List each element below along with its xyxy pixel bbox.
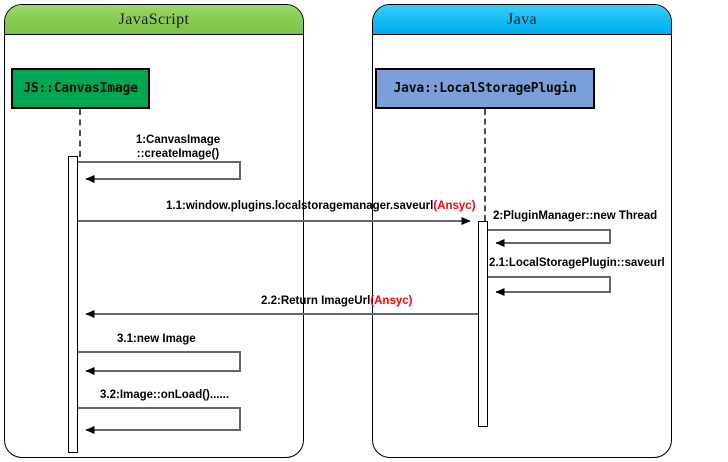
message-label-m3-2-text: 3.2:Image::onLoad()...... xyxy=(100,389,230,401)
message-label-m3-1-text: 3.1:new Image xyxy=(117,333,196,345)
arrow-m2-1-self-call xyxy=(488,276,611,296)
panel-java-title: Java xyxy=(373,5,671,35)
message-label-m2-1-text: 2.1:LocalStoragePlugin::saveurl xyxy=(489,257,665,269)
arrow-m2-self-call xyxy=(488,229,611,247)
activation-bar-java-localstorageplugin xyxy=(478,221,488,427)
message-label-m1: 1:CanvasImage ::createImage() xyxy=(103,133,253,161)
activation-bar-js-canvasimage xyxy=(68,156,78,453)
message-label-m2-2-async: (Ansyc) xyxy=(370,295,413,307)
message-label-m1-1-async: (Ansyc) xyxy=(433,200,476,212)
message-label-m3-2: 3.2:Image::onLoad()...... xyxy=(100,388,229,402)
arrow-m1-self-call xyxy=(78,161,241,183)
message-label-m1-1-text: 1.1:window.plugins.localstoragemanager.s… xyxy=(166,200,434,212)
message-label-m1-line1: 1:CanvasImage xyxy=(135,134,221,146)
message-label-m2: 2:PluginManager::new Thread xyxy=(493,209,657,223)
message-label-m1-line2: ::createImage() xyxy=(136,148,220,160)
arrow-m3-2-self-call xyxy=(78,407,241,434)
lifeline-box-java-localstorageplugin[interactable]: Java::LocalStoragePlugin xyxy=(375,68,595,109)
message-label-m2-1: 2.1:LocalStoragePlugin::saveurl xyxy=(489,256,665,270)
arrow-m3-1-self-call xyxy=(78,351,241,375)
lifeline-dash-java-localstorageplugin xyxy=(484,109,486,221)
message-label-m2-2: 2.2:Return ImageUrl(Ansyc) xyxy=(261,294,412,308)
message-label-m2-text: 2:PluginManager::new Thread xyxy=(493,210,658,222)
lifeline-box-js-canvasimage[interactable]: JS::CanvasImage xyxy=(11,68,150,109)
message-label-m1-1: 1.1:window.plugins.localstoragemanager.s… xyxy=(166,199,476,213)
lifeline-dash-js-canvasimage xyxy=(79,109,81,157)
message-label-m3-1: 3.1:new Image xyxy=(117,332,196,346)
message-label-m2-2-text: 2.2:Return ImageUrl xyxy=(261,295,371,307)
panel-javascript-title: JavaScript xyxy=(5,5,303,35)
